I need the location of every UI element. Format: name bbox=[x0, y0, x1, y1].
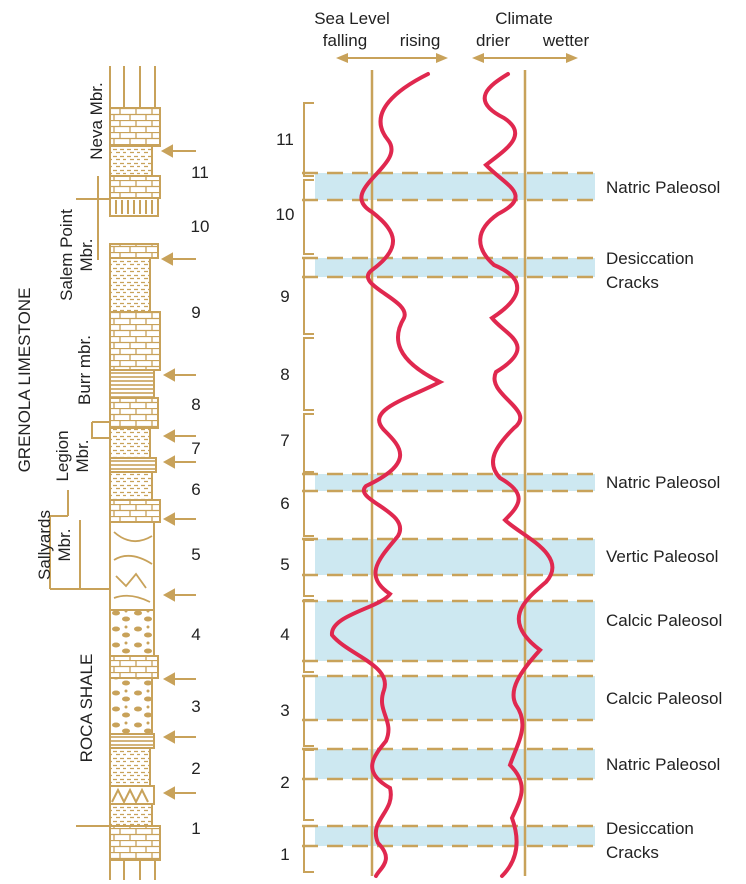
member-labels: Neva Mbr. Salem Point Mbr. Burr mbr. Leg… bbox=[35, 82, 106, 580]
climate-wetter-label: wetter bbox=[542, 31, 590, 50]
bed-unit-1-limestone bbox=[109, 825, 161, 861]
bed-neva-shale bbox=[109, 145, 153, 177]
member-legion-line1: Legion bbox=[53, 430, 72, 481]
column-unit-6: 6 bbox=[191, 480, 200, 499]
bed-unit-6-shale bbox=[109, 471, 153, 501]
column-unit-5: 5 bbox=[191, 545, 200, 564]
bed-unit-10-limestone bbox=[109, 175, 161, 199]
sea-level-curve bbox=[330, 72, 445, 878]
member-burr: Burr mbr. bbox=[75, 335, 94, 405]
bed-burr-limestone-lower bbox=[109, 397, 159, 429]
paleosol-label-2-line2: Cracks bbox=[606, 273, 659, 292]
band-desiccation-10 bbox=[302, 256, 596, 279]
sea-level-rising-label: rising bbox=[400, 31, 441, 50]
cycle-8: 8 bbox=[280, 365, 289, 384]
paleosol-label-8-line1: Desiccation bbox=[606, 819, 694, 838]
sea-level-title: Sea Level bbox=[314, 9, 390, 28]
column-unit-1: 1 bbox=[191, 819, 200, 838]
cycle-numbers: 1 2 3 4 5 6 7 8 9 10 11 bbox=[276, 130, 295, 864]
climate-arrow-left-head bbox=[472, 53, 484, 63]
bed-neva-limestone bbox=[109, 107, 161, 147]
column-unit-8: 8 bbox=[191, 395, 200, 414]
member-neva: Neva Mbr. bbox=[87, 82, 106, 159]
paleosol-labels: Natric Paleosol Desiccation Cracks Natri… bbox=[606, 178, 722, 862]
cycle-1: 1 bbox=[280, 845, 289, 864]
bed-salem-point-shale bbox=[109, 257, 151, 313]
bed-legion-thin-beds bbox=[109, 457, 157, 473]
bed-burr-limestone-upper bbox=[109, 311, 161, 371]
column-unit-7: 7 bbox=[191, 439, 200, 458]
cycle-5: 5 bbox=[280, 555, 289, 574]
member-salem-point-line2: Mbr. bbox=[77, 238, 96, 271]
climate-header: Climate drier wetter bbox=[472, 9, 589, 63]
bed-unit-2-thin-beds bbox=[109, 733, 155, 749]
climate-curve bbox=[478, 72, 555, 878]
paleosol-label-4: Vertic Paleosol bbox=[606, 547, 718, 566]
band-calcic-paleosol-4 bbox=[302, 599, 596, 663]
bed-salem-point-limestone bbox=[109, 243, 159, 259]
cycle-10: 10 bbox=[276, 205, 295, 224]
column-unit-numbers: 1 2 3 4 5 6 7 8 9 10 11 bbox=[191, 163, 210, 838]
horizon-arrows bbox=[160, 144, 196, 800]
cycle-7: 7 bbox=[280, 431, 289, 450]
band-natric-paleosol-10 bbox=[302, 171, 596, 202]
paleosol-label-8-line2: Cracks bbox=[606, 843, 659, 862]
column-unit-2: 2 bbox=[191, 759, 200, 778]
band-calcic-paleosol-3 bbox=[302, 674, 596, 722]
member-sallyards-line1: Sallyards bbox=[35, 510, 54, 580]
bed-legion-shale bbox=[109, 427, 151, 459]
band-natric-paleosol-6 bbox=[302, 472, 596, 493]
bed-sallyards-limestone bbox=[109, 499, 161, 523]
column-unit-10: 10 bbox=[191, 217, 210, 236]
climate-drier-label: drier bbox=[476, 31, 510, 50]
formation-roca-shale: ROCA SHALE bbox=[77, 654, 96, 763]
sea-level-arrow-right-head bbox=[436, 53, 448, 63]
paleosol-label-2-line1: Desiccation bbox=[606, 249, 694, 268]
cycle-2: 2 bbox=[280, 773, 289, 792]
column-unit-9: 9 bbox=[191, 303, 200, 322]
column-unit-3: 3 bbox=[191, 697, 200, 716]
sea-level-header: Sea Level falling rising bbox=[314, 9, 448, 63]
sea-level-arrow-left-head bbox=[336, 53, 348, 63]
bed-burr-thin-beds bbox=[109, 369, 155, 399]
bed-unit-1-shale bbox=[109, 803, 153, 827]
column-unit-4: 4 bbox=[191, 625, 200, 644]
bed-unit-4-calcic bbox=[109, 609, 155, 657]
paleosol-bands bbox=[302, 171, 596, 848]
paleosol-label-5: Calcic Paleosol bbox=[606, 611, 722, 630]
sea-level-falling-label: falling bbox=[323, 31, 367, 50]
bed-unit-4-limestone bbox=[109, 655, 159, 679]
cycle-brackets bbox=[303, 102, 314, 873]
paleosol-label-1: Natric Paleosol bbox=[606, 178, 720, 197]
band-desiccation-1 bbox=[302, 824, 596, 848]
member-sallyards-line2: Mbr. bbox=[55, 528, 74, 561]
bed-unit-3-calcic bbox=[109, 677, 153, 735]
climate-arrow-right-head bbox=[566, 53, 578, 63]
paleosol-label-3: Natric Paleosol bbox=[606, 473, 720, 492]
paleosol-label-6: Calcic Paleosol bbox=[606, 689, 722, 708]
band-natric-paleosol-2 bbox=[302, 747, 596, 781]
member-bracket-lines bbox=[79, 176, 99, 589]
formation-grenola-limestone: GRENOLA LIMESTONE bbox=[15, 288, 34, 473]
cycle-3: 3 bbox=[280, 701, 289, 720]
paleosol-label-7: Natric Paleosol bbox=[606, 755, 720, 774]
cycle-9: 9 bbox=[280, 287, 289, 306]
column-unit-11: 11 bbox=[191, 163, 209, 182]
bed-unit-2-shale bbox=[109, 747, 151, 787]
member-salem-point-line1: Salem Point bbox=[57, 209, 76, 301]
climate-title: Climate bbox=[495, 9, 553, 28]
cycle-4: 4 bbox=[280, 625, 289, 644]
member-legion-line2: Mbr. bbox=[73, 439, 92, 472]
cycle-11: 11 bbox=[276, 130, 294, 149]
cycle-6: 6 bbox=[280, 494, 289, 513]
stratigraphic-column bbox=[49, 66, 161, 880]
